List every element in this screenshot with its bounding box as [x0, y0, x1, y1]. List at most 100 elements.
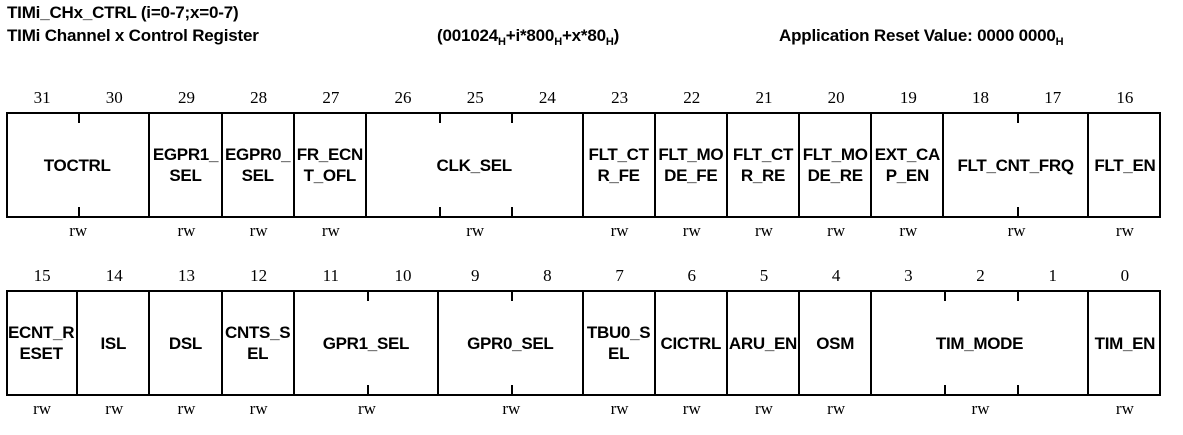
- bit-number: 21: [755, 88, 773, 107]
- bit-boundary-tick: [944, 292, 947, 301]
- access-label: rw: [177, 399, 196, 418]
- bit-boundary-tick: [944, 385, 947, 394]
- address-sub-h3: H: [605, 36, 614, 48]
- bit-number: 4: [831, 266, 841, 285]
- access-label: rw: [827, 399, 846, 418]
- access-label: rw: [610, 399, 629, 418]
- bitfield-label: FLT_CTR_FE: [588, 145, 649, 185]
- bitfield-label: FLT_MODE_FE: [658, 145, 724, 185]
- bitfield-cell: ISL: [78, 292, 151, 394]
- access-label: rw: [899, 221, 918, 240]
- bitfield-cell: GPR0_SEL: [439, 292, 584, 394]
- bitfield-cell: ECNT_RESET: [6, 292, 79, 394]
- bit-boundary-tick: [439, 114, 442, 123]
- bit-number: 8: [543, 266, 552, 285]
- access-label: rw: [1115, 399, 1134, 418]
- bitfield-label: CLK_SEL: [436, 155, 513, 175]
- bit-boundary-tick: [78, 207, 81, 216]
- bitfield-cell: CNTS_SEL: [223, 292, 295, 394]
- bit-boundary-tick: [366, 292, 369, 301]
- register-header: TIMi_CHx_CTRL (i=0-7;x=0-7) TIMi Channel…: [7, 2, 1177, 48]
- bitfield-label: FLT_EN: [1094, 155, 1156, 175]
- bitfield-label: FLT_CNT_FRQ: [957, 155, 1074, 175]
- access-label: rw: [357, 399, 376, 418]
- access-label: rw: [1007, 221, 1026, 240]
- bit-number: 10: [394, 266, 412, 285]
- bit-boundary-tick: [1016, 385, 1019, 394]
- access-label: rw: [466, 221, 485, 240]
- bit-number: 27: [322, 88, 340, 107]
- bit-boundary-tick: [366, 385, 369, 394]
- bit-number: 14: [105, 266, 123, 285]
- bitfield-cell: FLT_EN: [1089, 114, 1161, 216]
- bitfield-label: CICTRL: [660, 333, 722, 353]
- bitfield-cell: TBU0_SEL: [584, 292, 656, 394]
- bitfield-label: TOCTRL: [43, 155, 111, 175]
- bitfield-cell: DSL: [150, 292, 223, 394]
- bitfield-cell: GPR1_SEL: [295, 292, 440, 394]
- bit-number: 17: [1044, 88, 1062, 107]
- bitfield-label: GPR0_SEL: [467, 333, 554, 353]
- bit-number: 22: [683, 88, 701, 107]
- bit-number: 18: [972, 88, 990, 107]
- bitfield-label: TIM_EN: [1094, 333, 1156, 353]
- bitfield-label: FLT_CTR_RE: [732, 145, 794, 185]
- bitfield-cell: CICTRL: [656, 292, 728, 394]
- bit-number: 11: [322, 266, 340, 285]
- access-label: rw: [321, 221, 340, 240]
- access-label: rw: [502, 399, 521, 418]
- bit-number: 7: [615, 266, 624, 285]
- bit-number: 23: [611, 88, 629, 107]
- bitfield-cell: TIM_MODE: [872, 292, 1089, 394]
- bit-number: 12: [250, 266, 268, 285]
- bit-number: 9: [470, 266, 480, 285]
- access-label: rw: [610, 221, 629, 240]
- bitfield-cell: CLK_SEL: [367, 114, 584, 216]
- address-suffix: ): [613, 26, 620, 45]
- bit-number: 15: [33, 266, 51, 285]
- bitfield-cell: FLT_CNT_FRQ: [944, 114, 1089, 216]
- bitfield-cell: TOCTRL: [6, 114, 151, 216]
- bitfield-label: CNTS_SEL: [225, 323, 291, 363]
- register-description: TIMi Channel x Control Register: [7, 26, 259, 45]
- bitfield-label: TBU0_SEL: [586, 323, 651, 363]
- bitfield-label: EGPR0_SEL: [225, 145, 291, 185]
- bit-number: 0: [1120, 266, 1130, 285]
- bit-number: 3: [904, 266, 913, 285]
- access-label: rw: [827, 221, 846, 240]
- access-label: rw: [1115, 221, 1134, 240]
- bit-number: 6: [687, 266, 697, 285]
- bit-number: 25: [466, 88, 484, 107]
- bitfield-label: EGPR1_SEL: [152, 145, 219, 185]
- access-label: rw: [971, 399, 990, 418]
- bit-number: 16: [1116, 88, 1134, 107]
- access-label: rw: [682, 221, 701, 240]
- access-label: rw: [105, 399, 124, 418]
- bit-boundary-tick: [1016, 114, 1019, 123]
- bit-number: 31: [33, 88, 51, 107]
- access-label: rw: [754, 221, 773, 240]
- access-label: rw: [33, 399, 52, 418]
- bitfield-cell: EGPR1_SEL: [150, 114, 223, 216]
- bit-number: 19: [899, 88, 917, 107]
- bit-number: 20: [827, 88, 845, 107]
- bitfield-cell: OSM: [800, 292, 873, 394]
- address-mid: +i*800: [505, 26, 555, 45]
- bitfield-label: FR_ECNT_OFL: [296, 145, 364, 185]
- bitfield-label: GPR1_SEL: [322, 333, 410, 353]
- bitfield-label: ARU_EN: [728, 333, 798, 353]
- bitfield-cell: FLT_MODE_FE: [656, 114, 728, 216]
- bitfield-label: FLT_MODE_RE: [802, 145, 868, 185]
- bitfield-cell: FLT_CTR_RE: [728, 114, 801, 216]
- bitfield-cell: FLT_CTR_FE: [584, 114, 656, 216]
- bitfield-cell: FLT_MODE_RE: [800, 114, 873, 216]
- bitfield-cell: EXT_CAP_EN: [872, 114, 945, 216]
- reset-value: Application Reset Value: 0000 0000H: [779, 24, 1064, 50]
- bit-number: 26: [394, 88, 412, 107]
- access-label: rw: [69, 221, 88, 240]
- bit-number: 30: [105, 88, 123, 107]
